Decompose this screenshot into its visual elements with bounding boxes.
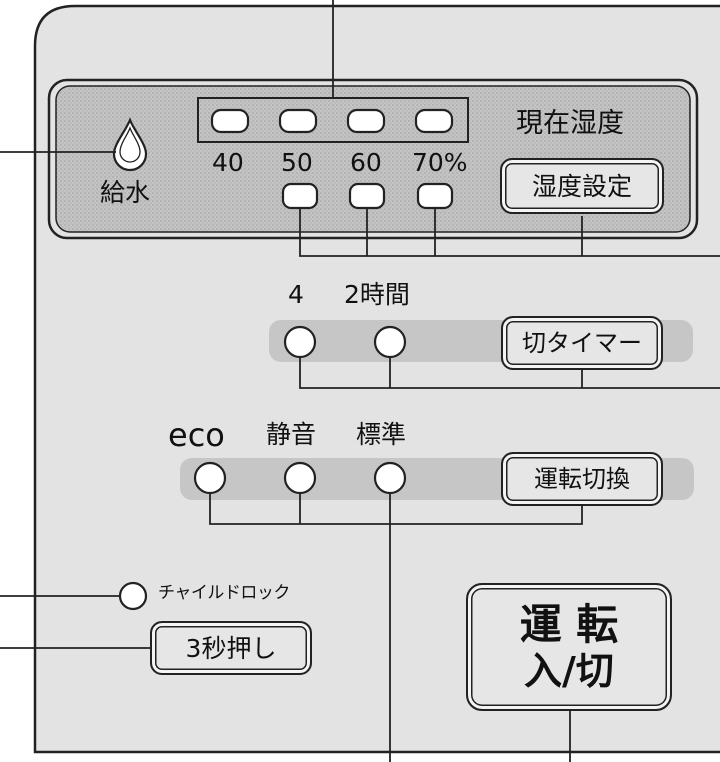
humidity-level-70: 70% — [412, 148, 468, 177]
mode-lamp-eco — [193, 461, 227, 495]
humidity-lamp-70 — [414, 108, 454, 134]
humidity-setting-button[interactable]: 湿度設定 — [500, 158, 664, 214]
mode-switch-button[interactable]: 運転切換 — [501, 452, 663, 506]
humidity-lamp-60 — [346, 108, 386, 134]
power-button-line2: 入/切 — [524, 649, 614, 693]
water-label: 給水 — [100, 178, 151, 207]
mode-option-standard: 標準 — [356, 420, 407, 449]
child-lock-button-label: 3秒押し — [185, 633, 277, 663]
power-button-line1: 運 転 — [519, 600, 619, 649]
setting-lamp-70 — [416, 182, 454, 210]
mode-switch-button-label: 運転切換 — [534, 465, 630, 493]
off-timer-button[interactable]: 切タイマー — [501, 316, 663, 370]
current-humidity-label: 現在湿度 — [516, 108, 624, 139]
mode-option-eco: eco — [168, 416, 225, 454]
current-humidity-lamps — [210, 108, 454, 134]
humidity-level-50: 50 — [281, 148, 313, 177]
humidity-setting-button-label: 湿度設定 — [531, 171, 632, 201]
child-lock-button[interactable]: 3秒押し — [150, 621, 312, 675]
child-lock-label: チャイルドロック — [158, 583, 290, 603]
timer-lamp-2h — [373, 325, 407, 359]
setting-lamp-60 — [348, 182, 386, 210]
timer-option-4: 4 — [288, 280, 304, 309]
mode-lamp-standard — [373, 461, 407, 495]
timer-option-2h: 2時間 — [344, 280, 410, 309]
humidity-lamp-40 — [210, 108, 250, 134]
child-lock-lamp — [118, 581, 148, 611]
power-button[interactable]: 運 転 入/切 — [466, 583, 672, 711]
humidity-setting-lamps — [281, 182, 454, 210]
humidity-lamp-50 — [278, 108, 318, 134]
mode-lamp-quiet — [283, 461, 317, 495]
timer-lamp-4h — [283, 325, 317, 359]
mode-option-quiet: 静音 — [266, 420, 317, 449]
setting-lamp-50 — [281, 182, 319, 210]
off-timer-button-label: 切タイマー — [522, 329, 642, 357]
humidity-level-40: 40 — [212, 148, 244, 177]
humidity-level-60: 60 — [350, 148, 382, 177]
